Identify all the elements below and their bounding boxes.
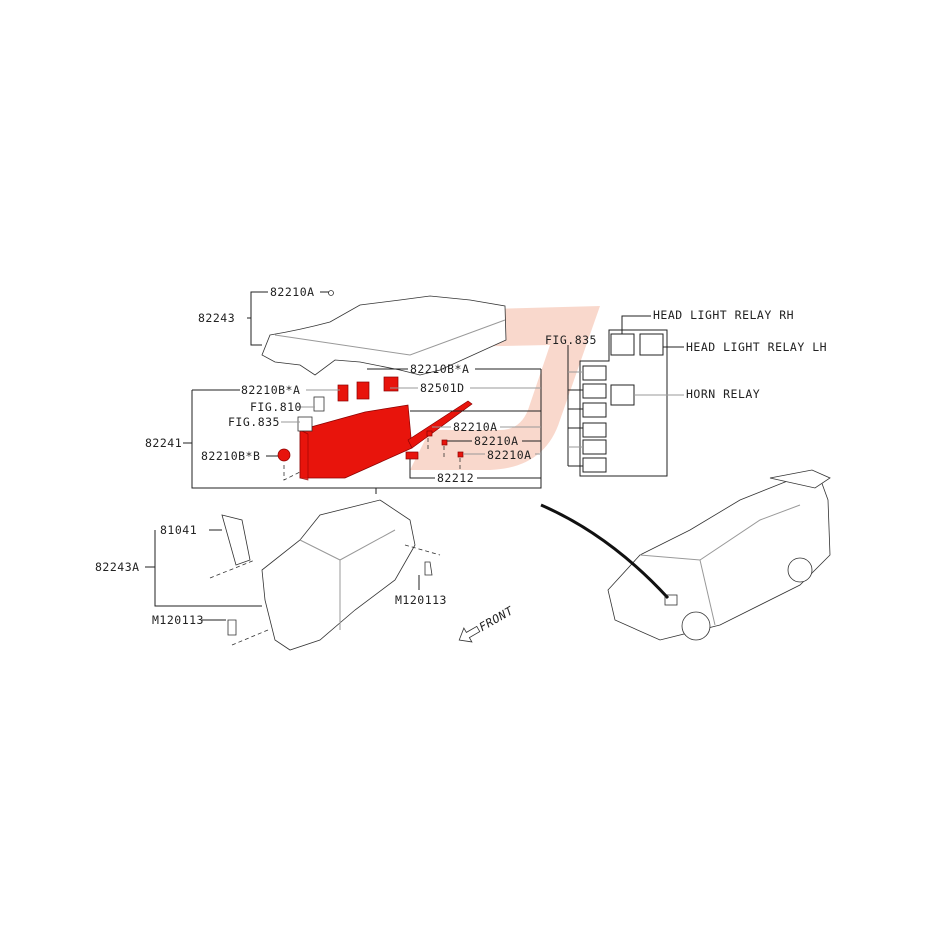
label-81041: 81041 — [160, 523, 197, 537]
label-82210a-3: 82210A — [487, 448, 532, 462]
label-82210a-2: 82210A — [474, 434, 519, 448]
label-82243a: 82243A — [95, 560, 140, 574]
label-head-light-relay-rh: HEAD LIGHT RELAY RH — [653, 308, 794, 322]
horn-relay-slot — [610, 384, 635, 406]
front-arrow-icon: FRONT — [458, 603, 517, 643]
head-light-relay-lh-slot — [639, 333, 664, 356]
clip-icon — [328, 290, 334, 296]
label-fig835-left: FIG.835 — [228, 415, 280, 429]
label-82210b-b: 82210B*B — [201, 449, 260, 463]
part-labels: 82210A 82243 82210B*A 82210B*A 82501D FI… — [95, 285, 827, 627]
label-82212: 82212 — [437, 471, 474, 485]
fuse-box-bracket — [145, 499, 441, 651]
label-82210a-cover: 82210A — [270, 285, 315, 299]
label-82210b-a-left: 82210B*A — [241, 383, 300, 397]
label-82241: 82241 — [145, 436, 182, 450]
fuse-box-cover — [261, 290, 507, 376]
label-m120113-right: M120113 — [395, 593, 447, 607]
label-82501d: 82501D — [420, 381, 465, 395]
front-arrow-label: FRONT — [477, 603, 517, 634]
relay-panel-diagram — [567, 315, 684, 477]
fuse-box-assembly — [277, 376, 473, 481]
label-82210b-a-top: 82210B*A — [410, 362, 469, 376]
label-82243: 82243 — [198, 311, 235, 325]
leader-lines — [183, 291, 542, 494]
head-light-relay-rh-slot — [610, 333, 635, 356]
label-fig835-right: FIG.835 — [545, 333, 597, 347]
label-horn-relay: HORN RELAY — [686, 387, 760, 401]
location-pointer — [540, 503, 670, 600]
label-fig810: FIG.810 — [250, 400, 302, 414]
label-head-light-relay-lh: HEAD LIGHT RELAY LH — [686, 340, 827, 354]
car-illustration — [540, 469, 831, 641]
label-m120113-left: M120113 — [152, 613, 204, 627]
label-82210a-1: 82210A — [453, 420, 498, 434]
fuse-slots — [582, 365, 607, 473]
